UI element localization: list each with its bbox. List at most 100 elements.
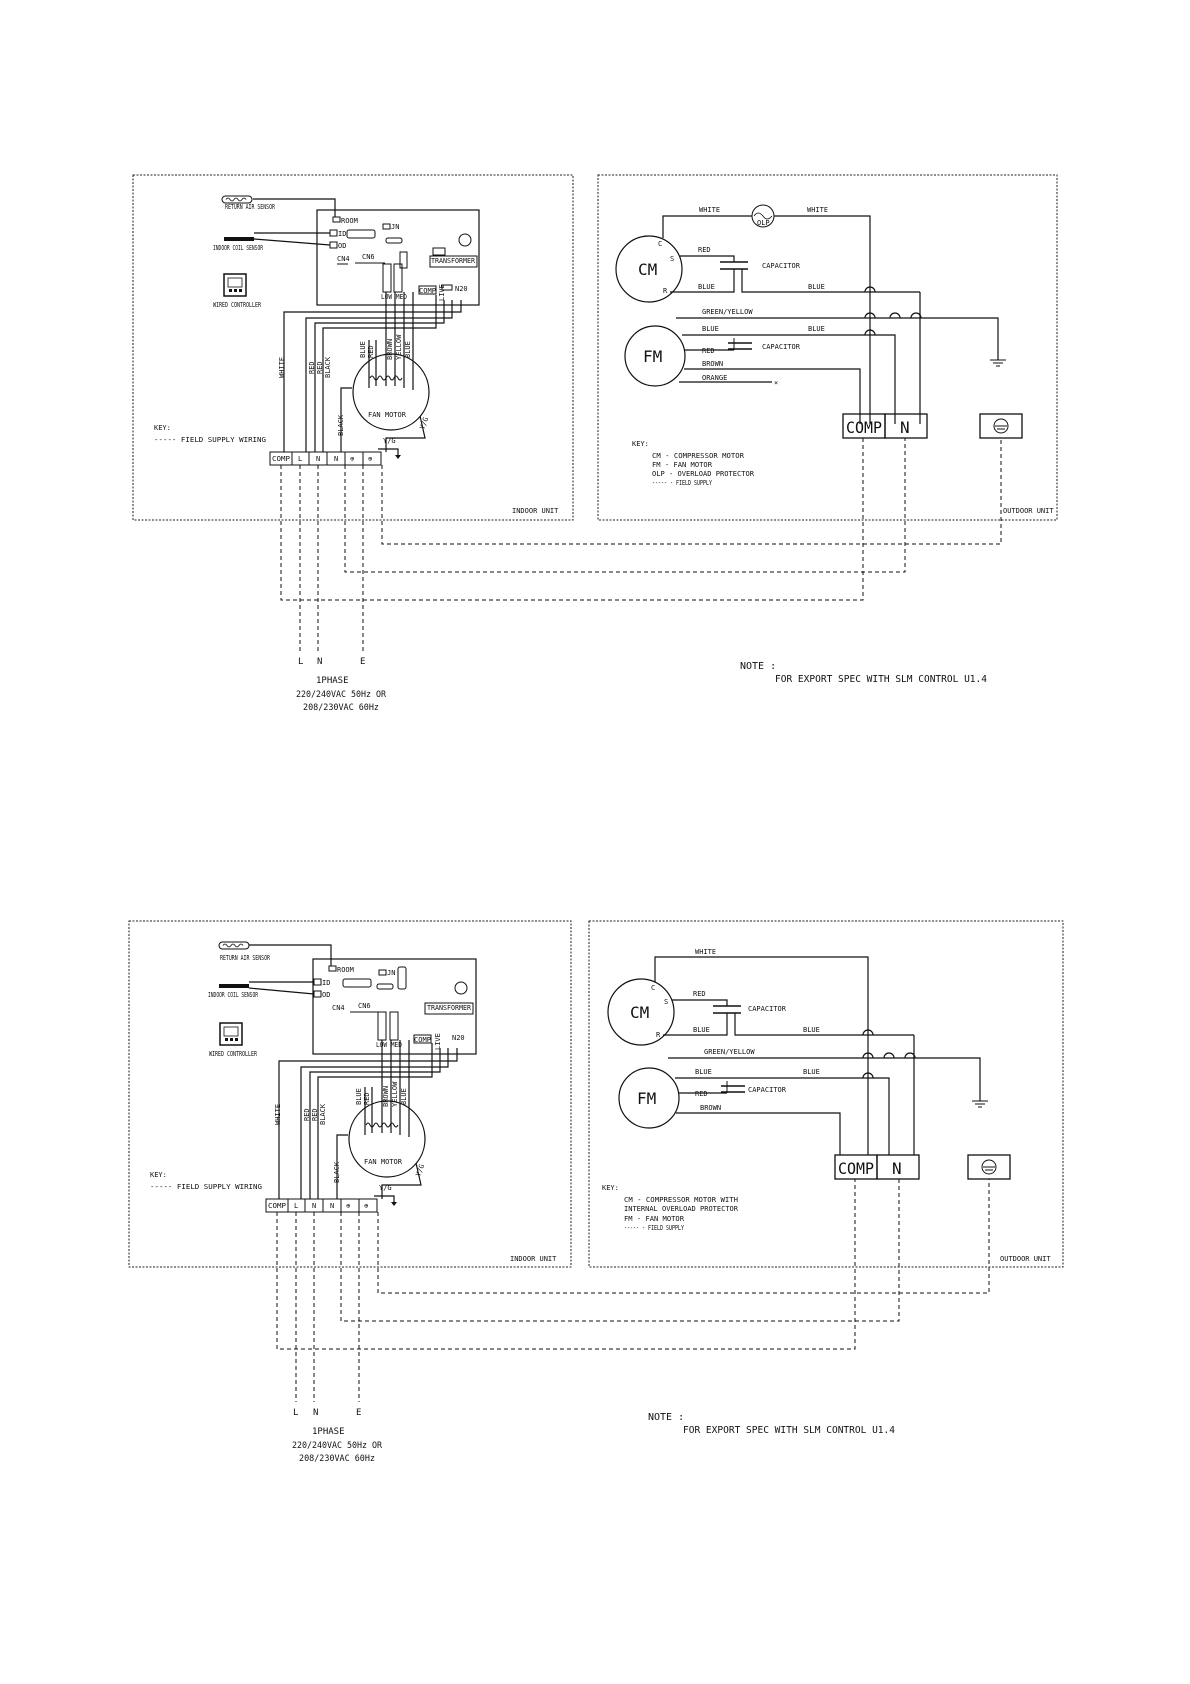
indoor-unit-border-2: [128, 920, 572, 1268]
capacitor-2: [728, 338, 752, 350]
earth-arrow-icon: [395, 455, 401, 459]
supply-phase-label-2: 1PHASE: [312, 1427, 345, 1437]
pcb-jn-label: JN: [391, 223, 399, 231]
pcb-od-label: OD: [338, 242, 346, 250]
pcb-id-label-2: ID: [322, 979, 330, 987]
pcb-cn4-label-2: CN4: [332, 1004, 345, 1012]
note-text: FOR EXPORT SPEC WITH SLM CONTROL U1.4: [775, 674, 987, 685]
out-blue2-label: BLUE: [808, 283, 825, 291]
pcb-cn4-label: CN4: [337, 255, 350, 263]
out-green-yellow-label: GREEN/YELLOW: [702, 308, 753, 316]
yg-label: Y/G: [418, 416, 430, 431]
outdoor-key-line-1: CM - COMPRESSOR MOTOR: [652, 452, 745, 460]
out-blue1-label: BLUE: [698, 283, 715, 291]
supply-n-label: N: [317, 657, 322, 667]
outdoor-fan-motor: FM: [624, 325, 686, 387]
wire-red3-label: RED: [367, 345, 375, 358]
out-n-terminal-2: N: [892, 1159, 902, 1178]
pcb-room-label-2: ROOM: [337, 966, 354, 974]
outdoor-unit-label: OUTDOOR UNIT: [1003, 507, 1054, 515]
yg2-label-2: Y/G: [379, 1184, 392, 1192]
out-blue2-label-2: BLUE: [803, 1026, 820, 1034]
pcb-comp-relay-label: COMP: [419, 287, 436, 295]
wire-blue-label: BLUE: [359, 341, 367, 358]
outdoor-earth-icon: [972, 1100, 988, 1108]
out-red2-label-2: RED: [695, 1090, 708, 1098]
fm-blue-lead: [682, 334, 896, 424]
compressor-motor-2: CM C S R: [607, 978, 675, 1046]
terminal-n1: N: [316, 455, 320, 463]
outdoor-key-title: KEY:: [632, 440, 649, 448]
outdoor-earth-icon: [990, 359, 1006, 367]
cm-label: CM: [638, 260, 657, 279]
indoor-key-title-2: KEY:: [150, 1171, 167, 1179]
wire-black2-label: BLACK: [337, 414, 345, 436]
supply-e-label-2: E: [356, 1408, 361, 1418]
pcb-jn-label-2: JN: [387, 969, 395, 977]
cm-s-label: S: [670, 255, 674, 263]
yg2-label: Y/G: [383, 437, 396, 445]
field-supply-wiring: [280, 438, 1002, 652]
pcb-od-label-2: OD: [322, 991, 330, 999]
indoor-coil-sensor-label-2: INDOOR COIL SENSOR: [208, 991, 259, 999]
earth-arrow-icon: [391, 1202, 397, 1206]
capacitor-1: [720, 261, 748, 270]
return-air-sensor-icon: [218, 941, 250, 950]
green-yellow-lead-2: [668, 1057, 981, 1101]
return-air-sensor-lead-2: [249, 944, 332, 966]
control-pcb: ROOM JN ID OD CN4 CN6 TRANSFORMER: [316, 209, 480, 306]
wire-black-label-2: BLACK: [319, 1103, 327, 1125]
outdoor-unit-border: [597, 174, 1058, 521]
fan-motor-yg-lead-2: [381, 1162, 422, 1199]
indoor-unit: RETURN AIR SENSOR INDOOR COIL SENSOR WIR…: [132, 174, 574, 521]
out-green-yellow-label-2: GREEN/YELLOW: [704, 1048, 755, 1056]
wiring-diagram-top: RETURN AIR SENSOR INDOOR COIL SENSOR WIR…: [132, 174, 1058, 713]
outdoor-fan-motor-2: FM: [618, 1067, 680, 1129]
out-orange-label: ORANGE: [702, 374, 727, 382]
supply-l-label-2: L: [293, 1408, 298, 1418]
out-earth-terminal-icon: [981, 1159, 997, 1175]
out-brown-label-2: BROWN: [700, 1104, 721, 1112]
note-title-2: NOTE :: [648, 1412, 684, 1423]
wire-black2-label-2: BLACK: [333, 1161, 341, 1183]
indoor-unit-label: INDOOR UNIT: [512, 507, 559, 515]
olp-label: OLP: [757, 219, 770, 227]
out-red2-label: RED: [702, 347, 715, 355]
indoor-key-field-supply-2: ----- FIELD SUPPLY WIRING: [150, 1183, 262, 1191]
wire-blue2-label: BLUE: [404, 341, 412, 358]
pcb-transformer-label-2: TRANSFORMER: [427, 1004, 472, 1012]
supply-n-label-2: N: [313, 1408, 318, 1418]
indoor-key-field-supply: ----- FIELD SUPPLY WIRING: [154, 436, 266, 444]
terminal-l-2: L: [294, 1202, 298, 1210]
fan-motor-yg-lead: [385, 415, 426, 452]
outdoor-key-line-2-2: INTERNAL OVERLOAD PROTECTOR: [624, 1205, 739, 1213]
cm-blue-lead-2: [663, 1013, 728, 1036]
indoor-harness-2: [278, 1040, 458, 1199]
terminal-earth1-2: ⊕: [346, 1202, 351, 1210]
indoor-fan-motor: FAN MOTOR: [352, 353, 430, 431]
terminal-comp: COMP: [272, 455, 290, 463]
cap-blue-lead: [741, 269, 920, 293]
outdoor-unit-border-2: [588, 920, 1064, 1268]
fm-brown-lead: [684, 368, 861, 424]
wire-red3-label-2: RED: [363, 1092, 371, 1105]
orange-cut-icon: ×: [774, 379, 778, 387]
wire-black-label: BLACK: [324, 356, 332, 378]
yg-label-2: Y/G: [414, 1163, 426, 1178]
pcb-live-label-2: LIVE: [434, 1033, 442, 1050]
indoor-coil-sensor-label: INDOOR COIL SENSOR: [213, 244, 264, 252]
supply-voltage-1-2: 220/240VAC 50Hz OR: [292, 1441, 383, 1451]
terminal-l: L: [298, 455, 302, 463]
wire-red-label-2: RED: [303, 1108, 311, 1121]
pcb-id-label: ID: [338, 230, 346, 238]
wire-brown-label: BROWN: [386, 339, 394, 360]
outdoor-key-line-4-2: ----- - FIELD SUPPLY: [624, 1224, 685, 1232]
indoor-terminal-block-2: COMP L N N ⊕ ⊕: [265, 1198, 378, 1213]
terminal-n2-2: N: [330, 1202, 334, 1210]
indoor-key-title: KEY:: [154, 424, 171, 432]
terminal-n1-2: N: [312, 1202, 316, 1210]
outdoor-key-title-2: KEY:: [602, 1184, 619, 1192]
return-air-sensor-label-2: RETURN AIR SENSOR: [220, 954, 271, 962]
out-comp-terminal-2: COMP: [838, 1159, 874, 1178]
